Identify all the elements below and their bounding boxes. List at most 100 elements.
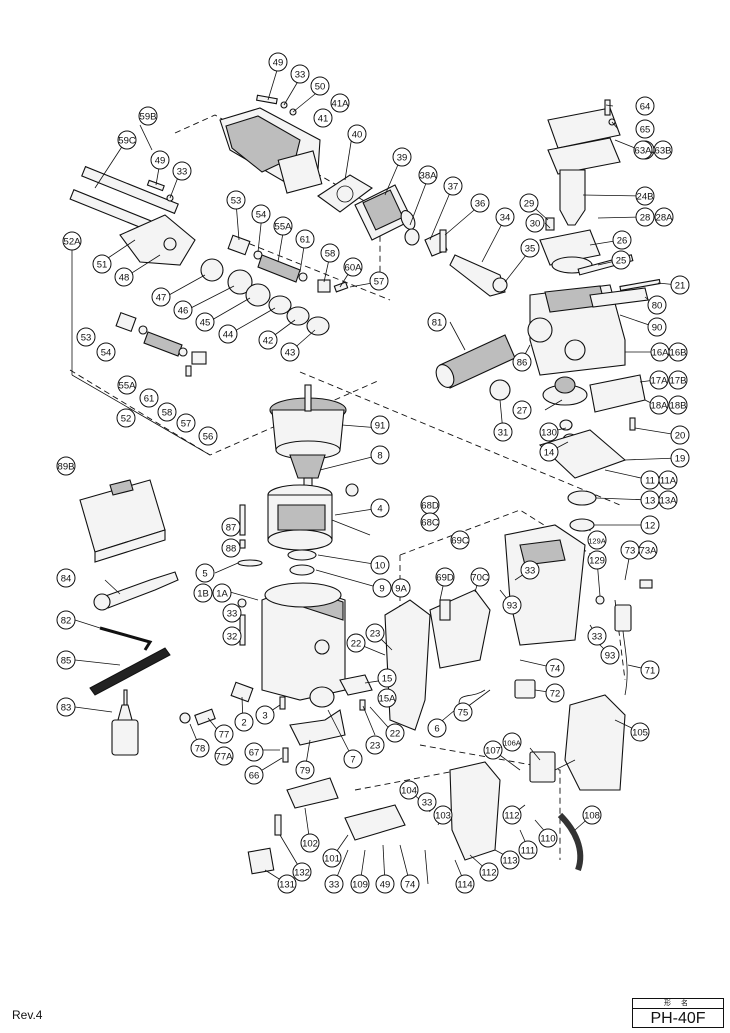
callout-label: 25 [616, 255, 627, 266]
callout-label: 23 [370, 628, 381, 639]
callout-label: 68D [421, 500, 439, 511]
callout-label: 35 [525, 243, 536, 254]
callout-label: 57 [181, 418, 192, 429]
callout-label: 93 [605, 650, 616, 661]
callout-112: 112 [502, 805, 522, 825]
model-name: PH-40F [650, 1010, 706, 1027]
side-handle-assembly [219, 94, 323, 194]
callout-114: 114 [455, 874, 475, 894]
callout-label: 18B [670, 400, 687, 411]
callout-label: 47 [156, 292, 167, 303]
callout-16b: 16B [668, 342, 688, 362]
callout-61: 61 [295, 229, 315, 249]
callout-label: 1A [216, 588, 228, 599]
callout-110: 110 [538, 828, 558, 848]
revision-label: Rev.4 [12, 1008, 43, 1022]
callout-112b: 112 [479, 862, 499, 882]
callout-54: 54 [251, 204, 271, 224]
callout-8: 8 [370, 445, 390, 465]
callout-79: 79 [295, 760, 315, 780]
callout-label: 49 [380, 879, 391, 890]
callout-label: 52A [64, 236, 82, 247]
callout-label: 19 [675, 453, 686, 464]
callout-44: 44 [218, 324, 238, 344]
grip-cover-113 [449, 761, 501, 861]
callout-label: 37 [448, 181, 459, 192]
stator-4 [267, 483, 371, 551]
callout-label: 132 [294, 867, 310, 878]
callout-label: 73 [625, 545, 636, 556]
callout-label: 38A [420, 170, 438, 181]
callout-label: 77 [219, 729, 230, 740]
callout-label: 74 [550, 663, 561, 674]
callout-label: 52 [121, 413, 132, 424]
callout-label: 130 [541, 427, 557, 438]
callout-70c: 70C [470, 567, 490, 587]
callout-78: 78 [190, 738, 210, 758]
callout-label: 70C [471, 572, 489, 583]
callout-label: 69D [436, 572, 454, 583]
callout-label: 89B [58, 461, 75, 472]
callout-label: 84 [61, 573, 72, 584]
callout-43: 43 [280, 342, 300, 362]
callout-1b: 1B [193, 583, 213, 603]
callout-label: 105 [632, 727, 648, 738]
callout-label: 53 [231, 195, 242, 206]
callout-67: 67 [244, 742, 264, 762]
misc-small-parts [179, 504, 373, 763]
callout-6: 6 [427, 718, 447, 738]
callout-label: 61 [144, 393, 155, 404]
callout-label: 54 [101, 347, 112, 358]
callout-63b: 63B [653, 140, 673, 160]
callout-label: 51 [97, 259, 108, 270]
callout-15: 15 [377, 668, 397, 688]
callout-label: 23 [370, 740, 381, 751]
callout-label: 108 [584, 810, 600, 821]
callout-56: 56 [198, 426, 218, 446]
callout-11a: 11A [658, 470, 678, 490]
callout-34: 34 [495, 207, 515, 227]
callout-label: 58 [325, 248, 336, 259]
callout-129: 129 [587, 550, 607, 570]
callout-109: 109 [350, 874, 370, 894]
callout-41a: 41A [330, 93, 350, 113]
callout-86: 86 [512, 352, 532, 372]
callout-label: 65 [640, 124, 651, 135]
cord-108 [557, 812, 584, 871]
callout-label: 41A [332, 98, 350, 109]
callout-label: 85 [61, 655, 72, 666]
callout-label: 71 [645, 665, 656, 676]
callout-9a: 9A [391, 578, 411, 598]
callout-label: 5 [202, 568, 207, 579]
callout-13: 13 [640, 490, 660, 510]
callout-label: 28 [640, 212, 651, 223]
model-title-block: 形 名 PH-40F [632, 998, 724, 1028]
callout-101: 101 [322, 848, 342, 868]
callout-label: 63A [635, 145, 653, 156]
callout-label: 78 [195, 743, 206, 754]
switch-106A [529, 751, 576, 783]
callout-label: 129 [589, 555, 605, 566]
callout-30: 30 [525, 213, 545, 233]
callout-label: 103 [435, 810, 451, 821]
callout-45: 45 [195, 312, 215, 332]
callout-label: 107 [485, 745, 501, 756]
callout-89b: 89B [56, 456, 76, 476]
callout-label: 46 [178, 305, 189, 316]
callout-1a: 1A [212, 583, 232, 603]
callout-label: 9 [379, 583, 384, 594]
callout-label: 59B [140, 111, 157, 122]
callout-41: 41 [313, 108, 333, 128]
grease-tube-85 [89, 647, 171, 696]
callout-label: 20 [675, 430, 686, 441]
callout-5: 5 [195, 563, 215, 583]
callout-28a: 28A [654, 207, 674, 227]
callout-68d: 68D [420, 495, 440, 515]
wrench-84 [93, 571, 179, 611]
callout-53b: 53 [76, 327, 96, 347]
callout-52: 52 [116, 408, 136, 428]
callout-23: 23 [365, 623, 385, 643]
callout-label: 15 [382, 673, 393, 684]
callout-31: 31 [493, 422, 513, 442]
